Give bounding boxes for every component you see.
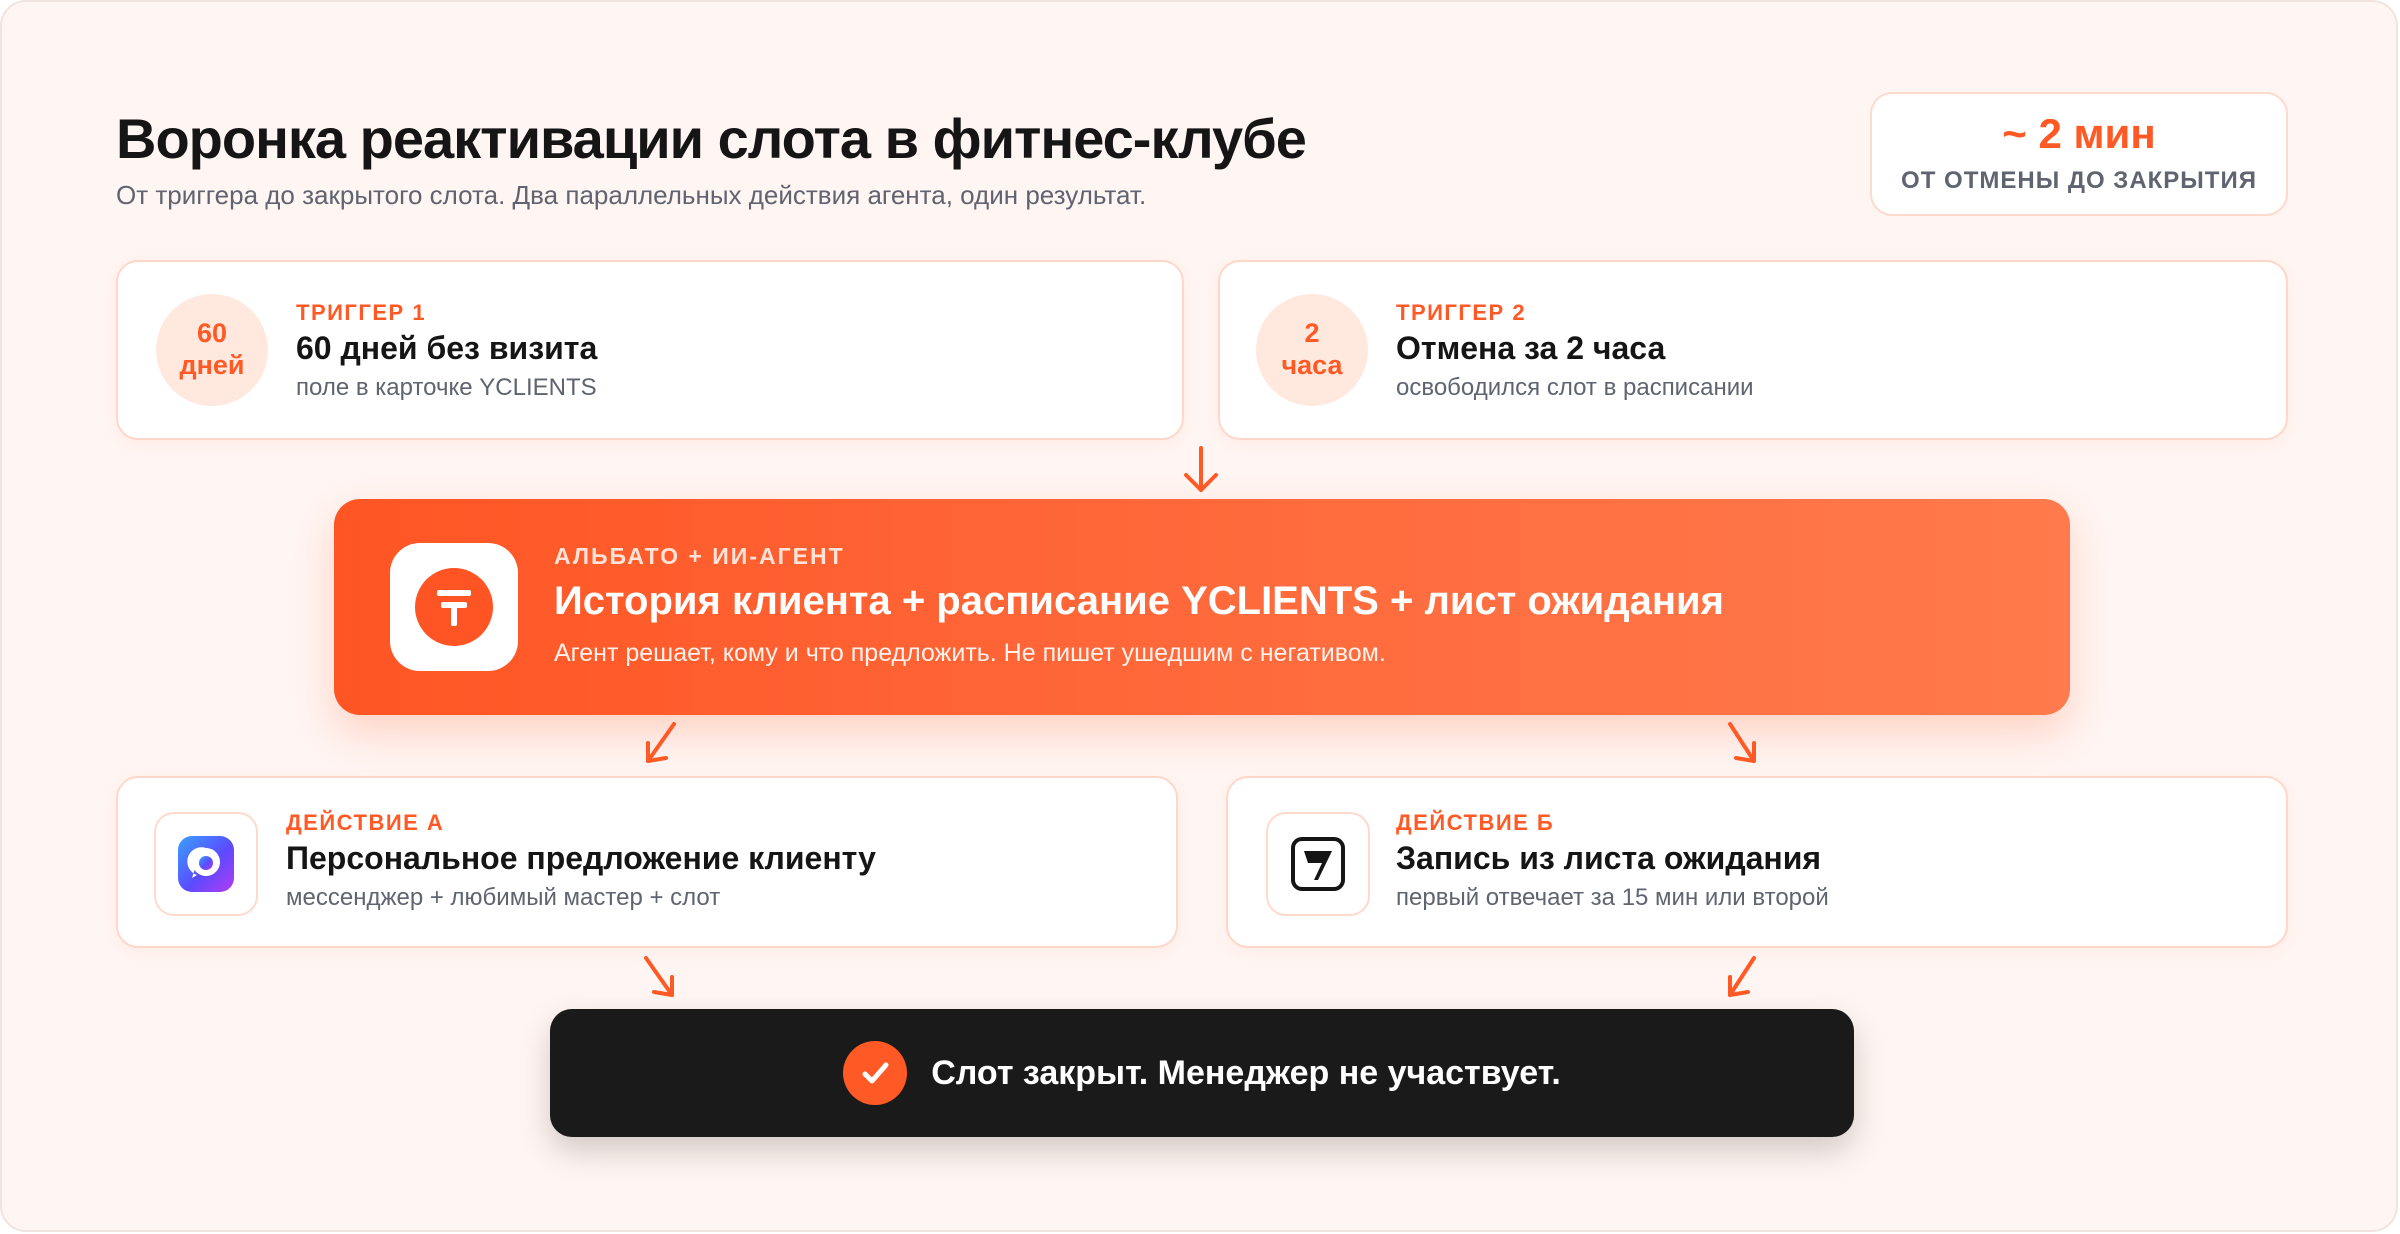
arrow-down-right-icon bbox=[644, 956, 674, 997]
trigger-2-badge-number: 2 bbox=[1304, 318, 1320, 349]
trigger-2-title: Отмена за 2 часа bbox=[1396, 330, 1666, 366]
time-metric-card: ~ 2 мин ОТ ОТМЕНЫ ДО ЗАКРЫТИЯ bbox=[1870, 92, 2288, 216]
yclients-icon bbox=[1266, 812, 1370, 916]
trigger-2-eyebrow: ТРИГГЕР 2 bbox=[1396, 300, 1527, 325]
agent-description: Агент решает, кому и что предложить. Не … bbox=[554, 639, 1386, 667]
trigger-2-description: освободился слот в расписании bbox=[1396, 374, 1754, 401]
trigger-2-badge-unit: часа bbox=[1281, 350, 1343, 380]
trigger-1-badge-number: 60 bbox=[196, 318, 228, 349]
page-subtitle: От триггера до закрытого слота. Два пара… bbox=[116, 180, 1147, 210]
action-a-description: мессенджер + любимый мастер + слот bbox=[286, 884, 721, 911]
agent-eyebrow: АЛЬБАТО + ИИ-АГЕНТ bbox=[554, 543, 845, 569]
trigger-1-eyebrow: ТРИГГЕР 1 bbox=[296, 300, 427, 325]
trigger-1-badge-unit: дней bbox=[179, 350, 245, 380]
action-b-title: Запись из листа ожидания bbox=[1396, 840, 1822, 876]
albato-logo-icon bbox=[390, 543, 518, 671]
action-a-title: Персональное предложение клиенту bbox=[286, 840, 876, 876]
trigger-card-2: 2 часа ТРИГГЕР 2 Отмена за 2 часа освобо… bbox=[1218, 260, 2288, 440]
check-icon bbox=[843, 1041, 908, 1105]
trigger-card-1: 60 дней ТРИГГЕР 1 60 дней без визита пол… bbox=[116, 260, 1184, 440]
agent-block: АЛЬБАТО + ИИ-АГЕНТ История клиента + рас… bbox=[334, 499, 2070, 715]
action-a-eyebrow: ДЕЙСТВИЕ А bbox=[286, 810, 445, 835]
trigger-1-title: 60 дней без визита bbox=[296, 330, 598, 366]
trigger-1-description: поле в карточке YCLIENTS bbox=[296, 374, 597, 401]
messenger-icon bbox=[154, 812, 258, 916]
arrow-down-left-icon bbox=[1728, 956, 1756, 997]
arrow-down-left-icon bbox=[646, 722, 676, 763]
time-metric-value: ~ 2 мин bbox=[2002, 110, 2156, 157]
time-metric-label: ОТ ОТМЕНЫ ДО ЗАКРЫТИЯ bbox=[1901, 167, 2257, 194]
trigger-2-badge: 2 часа bbox=[1256, 294, 1368, 406]
result-block: Слот закрыт. Менеджер не участвует. bbox=[550, 1009, 1854, 1137]
arrow-down-icon bbox=[1184, 446, 1218, 492]
arrow-down-right-icon bbox=[1728, 722, 1756, 763]
action-b-eyebrow: ДЕЙСТВИЕ Б bbox=[1396, 810, 1555, 835]
agent-title: История клиента + расписание YCLIENTS + … bbox=[554, 579, 1724, 623]
trigger-1-badge: 60 дней bbox=[156, 294, 268, 406]
action-b-description: первый отвечает за 15 мин или второй bbox=[1396, 884, 1829, 911]
result-text: Слот закрыт. Менеджер не участвует. bbox=[931, 1053, 1561, 1092]
action-card-b: ДЕЙСТВИЕ Б Запись из листа ожидания перв… bbox=[1226, 776, 2288, 948]
action-card-a: ДЕЙСТВИЕ А Персональное предложение клие… bbox=[116, 776, 1178, 948]
page-title: Воронка реактивации слота в фитнес-клубе bbox=[116, 107, 1307, 170]
